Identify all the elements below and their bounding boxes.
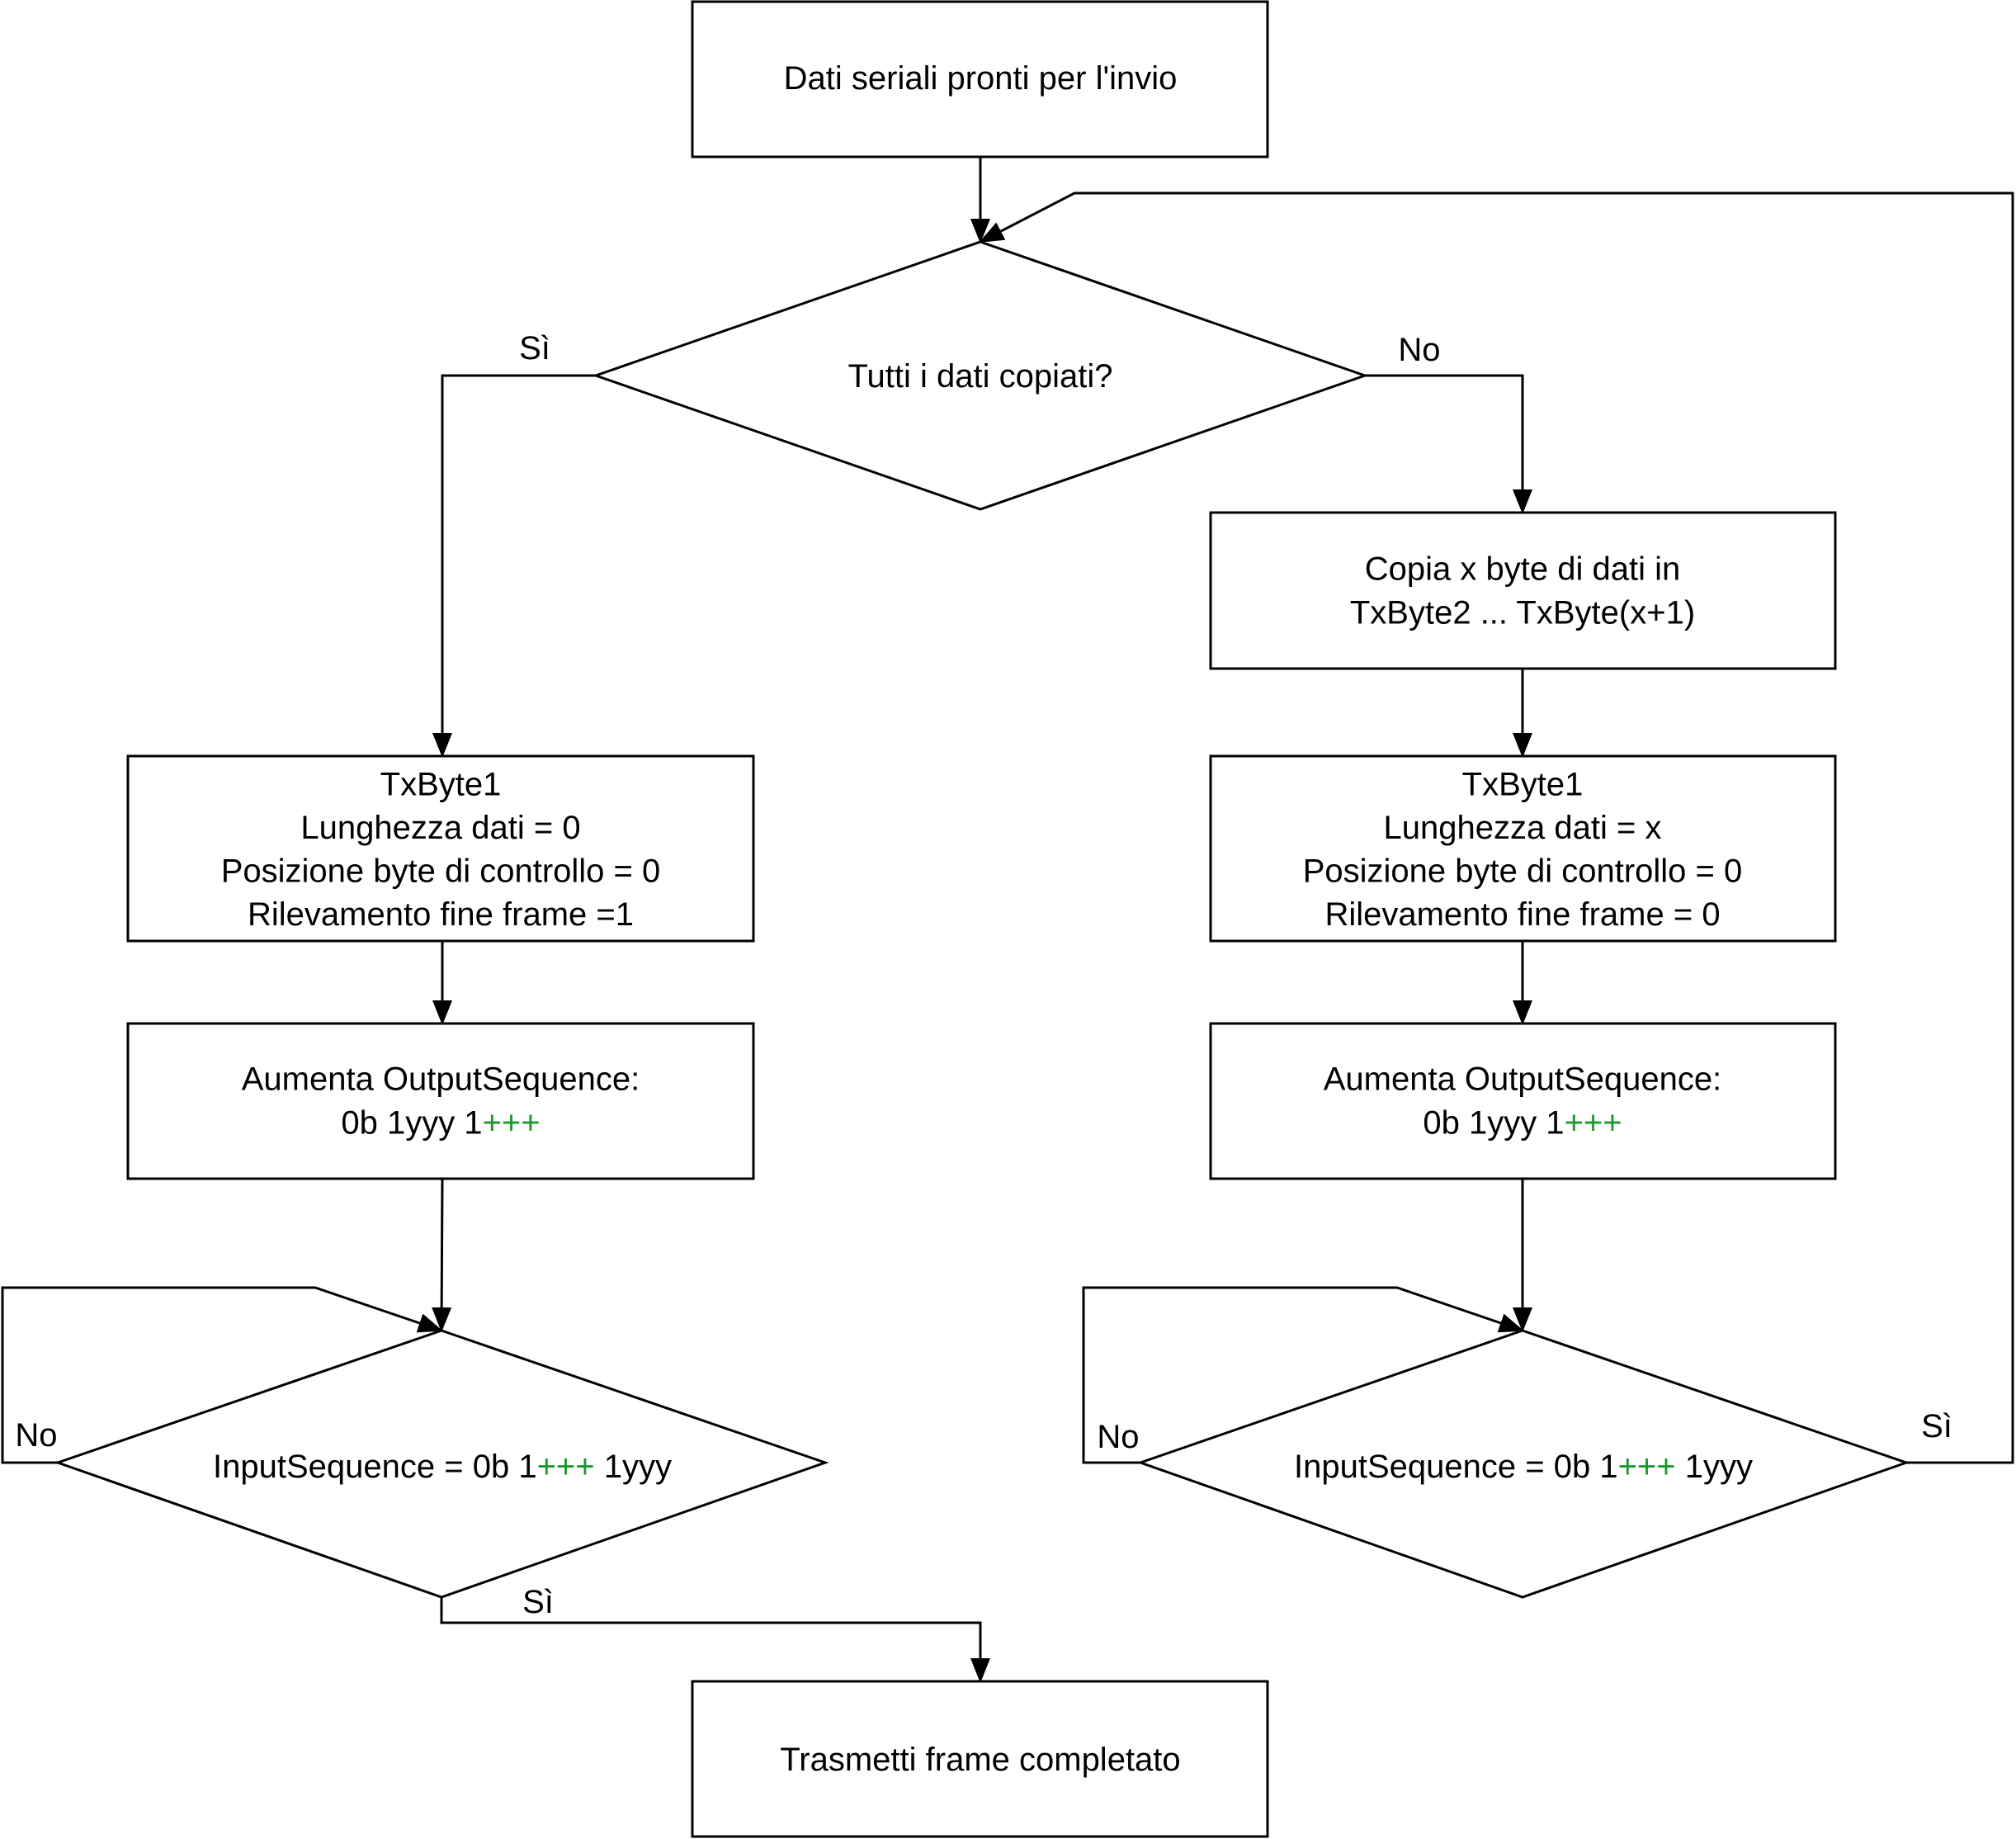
output-seq-left-text: Aumenta OutputSequence: 0b 1yyy 1+++ (242, 1061, 640, 1142)
label-input-right-no: No (1097, 1419, 1139, 1455)
txbyte1-right-box (1209, 754, 1837, 943)
node-line-segment: Rilevamento fine frame =1 (248, 896, 634, 933)
start-box (691, 0, 1269, 158)
node-line-segment: Copia x byte di dati in (1365, 551, 1680, 588)
node-line-segment: 1yyy (595, 1449, 672, 1485)
node-line-segment: Lunghezza dati = x (1384, 810, 1662, 846)
label-input-right-yes: Sì (1921, 1408, 1952, 1444)
output-seq-right-text: Aumenta OutputSequence: 0b 1yyy 1+++ (1324, 1061, 1722, 1142)
node-line-segment: 0b 1yyy 1 (341, 1105, 482, 1142)
highlight-plus-segment: +++ (1565, 1105, 1622, 1142)
copy-bytes-box (1209, 511, 1837, 670)
edge-output-left-to-input-left (432, 1178, 452, 1332)
node-line-segment: Tutti i dati copiati? (848, 358, 1113, 395)
edge-input-left-no-loop (1, 1286, 443, 1464)
node-line-segment: 1yyy (1676, 1449, 1753, 1485)
node-line-segment: Lunghezza dati = 0 (300, 810, 580, 846)
txbyte1-left-box (126, 754, 755, 943)
node-line-segment: Posizione byte di controllo = 0 (1303, 853, 1743, 889)
edge-input-left-yes-to-end (440, 1597, 990, 1683)
highlight-plus-segment: +++ (537, 1449, 595, 1485)
label-input-left-no: No (15, 1417, 57, 1454)
node-line-segment: TxByte1 (1462, 766, 1584, 802)
node-line-segment: Aumenta OutputSequence: (1324, 1061, 1722, 1098)
node-line-segment: Dati seriali pronti per l'invio (784, 60, 1178, 97)
edge-input-right-no-loop (1082, 1286, 1524, 1464)
input-seq-right-text: InputSequence = 0b 1+++ 1yyy (1294, 1449, 1753, 1485)
node-line-segment: Trasmetti frame completato (780, 1742, 1180, 1778)
label-all-copied-yes: Sì (519, 330, 550, 366)
node-line-segment: Rilevamento fine frame = 0 (1324, 896, 1720, 933)
highlight-plus-segment: +++ (483, 1105, 541, 1142)
decision-all-copied-diamond (592, 240, 1369, 511)
edge-labels: Sì No No Sì No Sì (15, 330, 1952, 1620)
node-line-segment: Posizione byte di controllo = 0 (221, 853, 661, 889)
label-input-left-yes: Sì (522, 1584, 554, 1620)
node-line-segment: InputSequence = 0b 1 (1294, 1449, 1618, 1485)
output-seq-right-box (1209, 1022, 1837, 1180)
highlight-plus-segment: +++ (1618, 1449, 1676, 1485)
output-seq-left-box (126, 1022, 755, 1180)
edges (1, 157, 2014, 1683)
node-line-segment: InputSequence = 0b 1 (213, 1449, 537, 1485)
edge-decision-yes-to-txbyte1-left (432, 374, 596, 758)
edge-input-right-yes-loop (979, 191, 2014, 1464)
node-line-segment: Aumenta OutputSequence: (242, 1061, 640, 1098)
node-texts: Dati seriali pronti per l'invio Tutti i … (213, 60, 1753, 1778)
edge-decision-no-to-copy (1365, 374, 1532, 514)
input-seq-left-diamond (54, 1329, 829, 1599)
end-text: Trasmetti frame completato (780, 1742, 1180, 1778)
shapes (54, 0, 1910, 1838)
node-line-segment: TxByte2 ... TxByte(x+1) (1350, 595, 1695, 631)
copy-bytes-text: Copia x byte di dati in TxByte2 ... TxByt… (1350, 551, 1695, 631)
node-line-segment: 0b 1yyy 1 (1423, 1105, 1564, 1142)
input-seq-right-diamond (1136, 1329, 1910, 1599)
node-line-segment: TxByte1 (380, 766, 502, 802)
start-text: Dati seriali pronti per l'invio (784, 60, 1178, 97)
decision-all-copied-text: Tutti i dati copiati? (848, 358, 1113, 395)
label-all-copied-no: No (1398, 332, 1440, 368)
input-seq-left-text: InputSequence = 0b 1+++ 1yyy (213, 1449, 672, 1485)
end-box (691, 1680, 1269, 1838)
